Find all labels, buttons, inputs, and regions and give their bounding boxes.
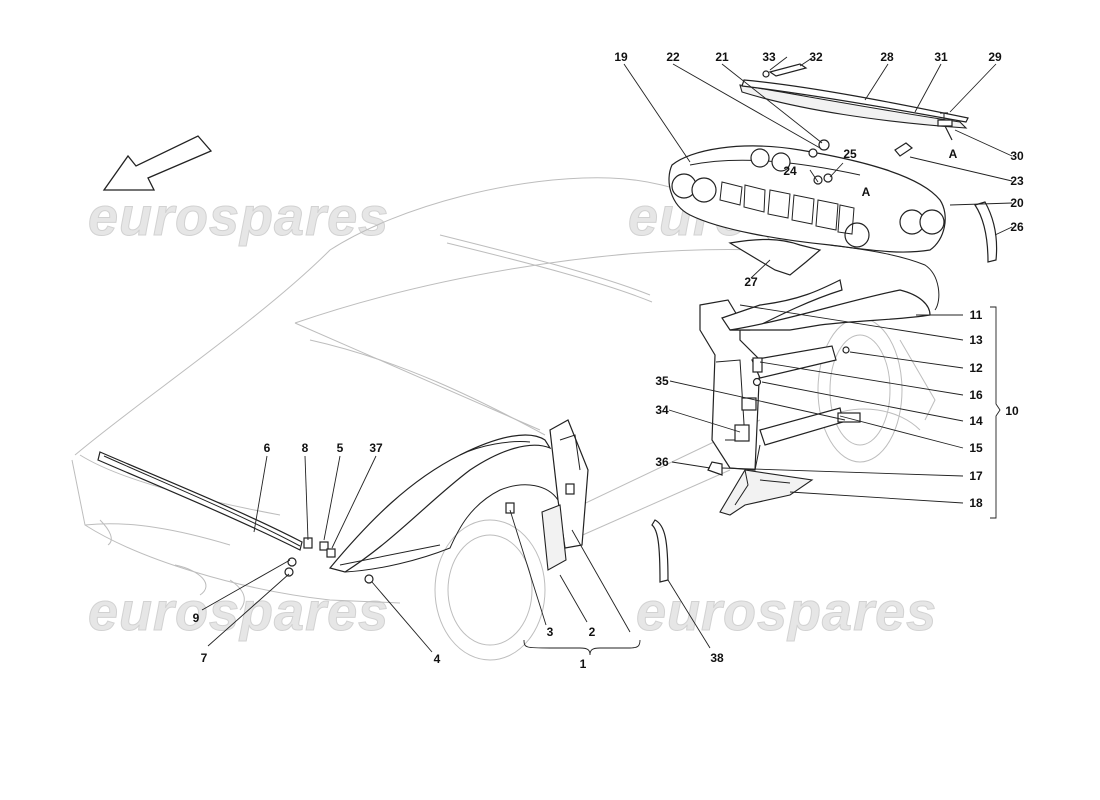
watermark-bottom-right: eurospares [636, 582, 937, 642]
callout-25: 25 [843, 147, 857, 161]
callout-21: 21 [715, 50, 729, 64]
callout-30: 30 [1010, 149, 1024, 163]
rear-panel [668, 145, 998, 311]
fender-inner-panel [505, 419, 589, 571]
callout-15: 15 [969, 441, 983, 455]
callout-36: 36 [655, 455, 669, 469]
callout-7: 7 [201, 651, 208, 665]
rear-upper-trim [739, 63, 969, 185]
callout-29: 29 [988, 50, 1002, 64]
leader-lines [201, 56, 1013, 656]
sill-trim [651, 519, 669, 583]
callout-labels: 1 2 3 4 5 6 7 8 9 10 11 12 13 14 15 16 1… [193, 50, 1024, 671]
front-fender [328, 434, 559, 573]
watermark-bottom-left: eurospares [88, 582, 389, 642]
callout-26: 26 [1010, 220, 1024, 234]
callout-11: 11 [970, 308, 983, 322]
direction-arrow-icon [102, 135, 213, 191]
callout-27: 27 [744, 275, 758, 289]
callout-32: 32 [809, 50, 823, 64]
callout-18: 18 [969, 496, 983, 510]
callout-3: 3 [547, 625, 554, 639]
callout-20: 20 [1010, 196, 1024, 210]
callout-6: 6 [264, 441, 271, 455]
callout-19: 19 [614, 50, 628, 64]
callout-17: 17 [969, 469, 983, 483]
callout-33: 33 [762, 50, 776, 64]
detail-label-a-top: A [949, 147, 958, 161]
callout-28: 28 [880, 50, 894, 64]
callout-24: 24 [783, 164, 797, 178]
callout-8: 8 [302, 441, 309, 455]
callout-38: 38 [710, 651, 724, 665]
callout-31: 31 [934, 50, 948, 64]
callout-1: 1 [580, 657, 587, 671]
callout-2: 2 [589, 625, 596, 639]
callout-35: 35 [655, 374, 669, 388]
callout-22: 22 [666, 50, 680, 64]
detail-label-a-panel: A [862, 185, 871, 199]
callout-9: 9 [193, 611, 200, 625]
callout-23: 23 [1010, 174, 1024, 188]
callout-10: 10 [1005, 404, 1019, 418]
callout-34: 34 [655, 403, 669, 417]
watermark-top-left: eurospares [88, 187, 389, 247]
callout-16: 16 [969, 388, 983, 402]
callout-14: 14 [969, 414, 983, 428]
callout-4: 4 [434, 652, 441, 666]
rear-inner-structure [699, 279, 931, 516]
front-clips [284, 537, 374, 584]
callout-13: 13 [969, 333, 983, 347]
callout-37: 37 [369, 441, 383, 455]
front-bumper-strip [97, 451, 303, 551]
callout-12: 12 [969, 361, 983, 375]
callout-5: 5 [337, 441, 344, 455]
